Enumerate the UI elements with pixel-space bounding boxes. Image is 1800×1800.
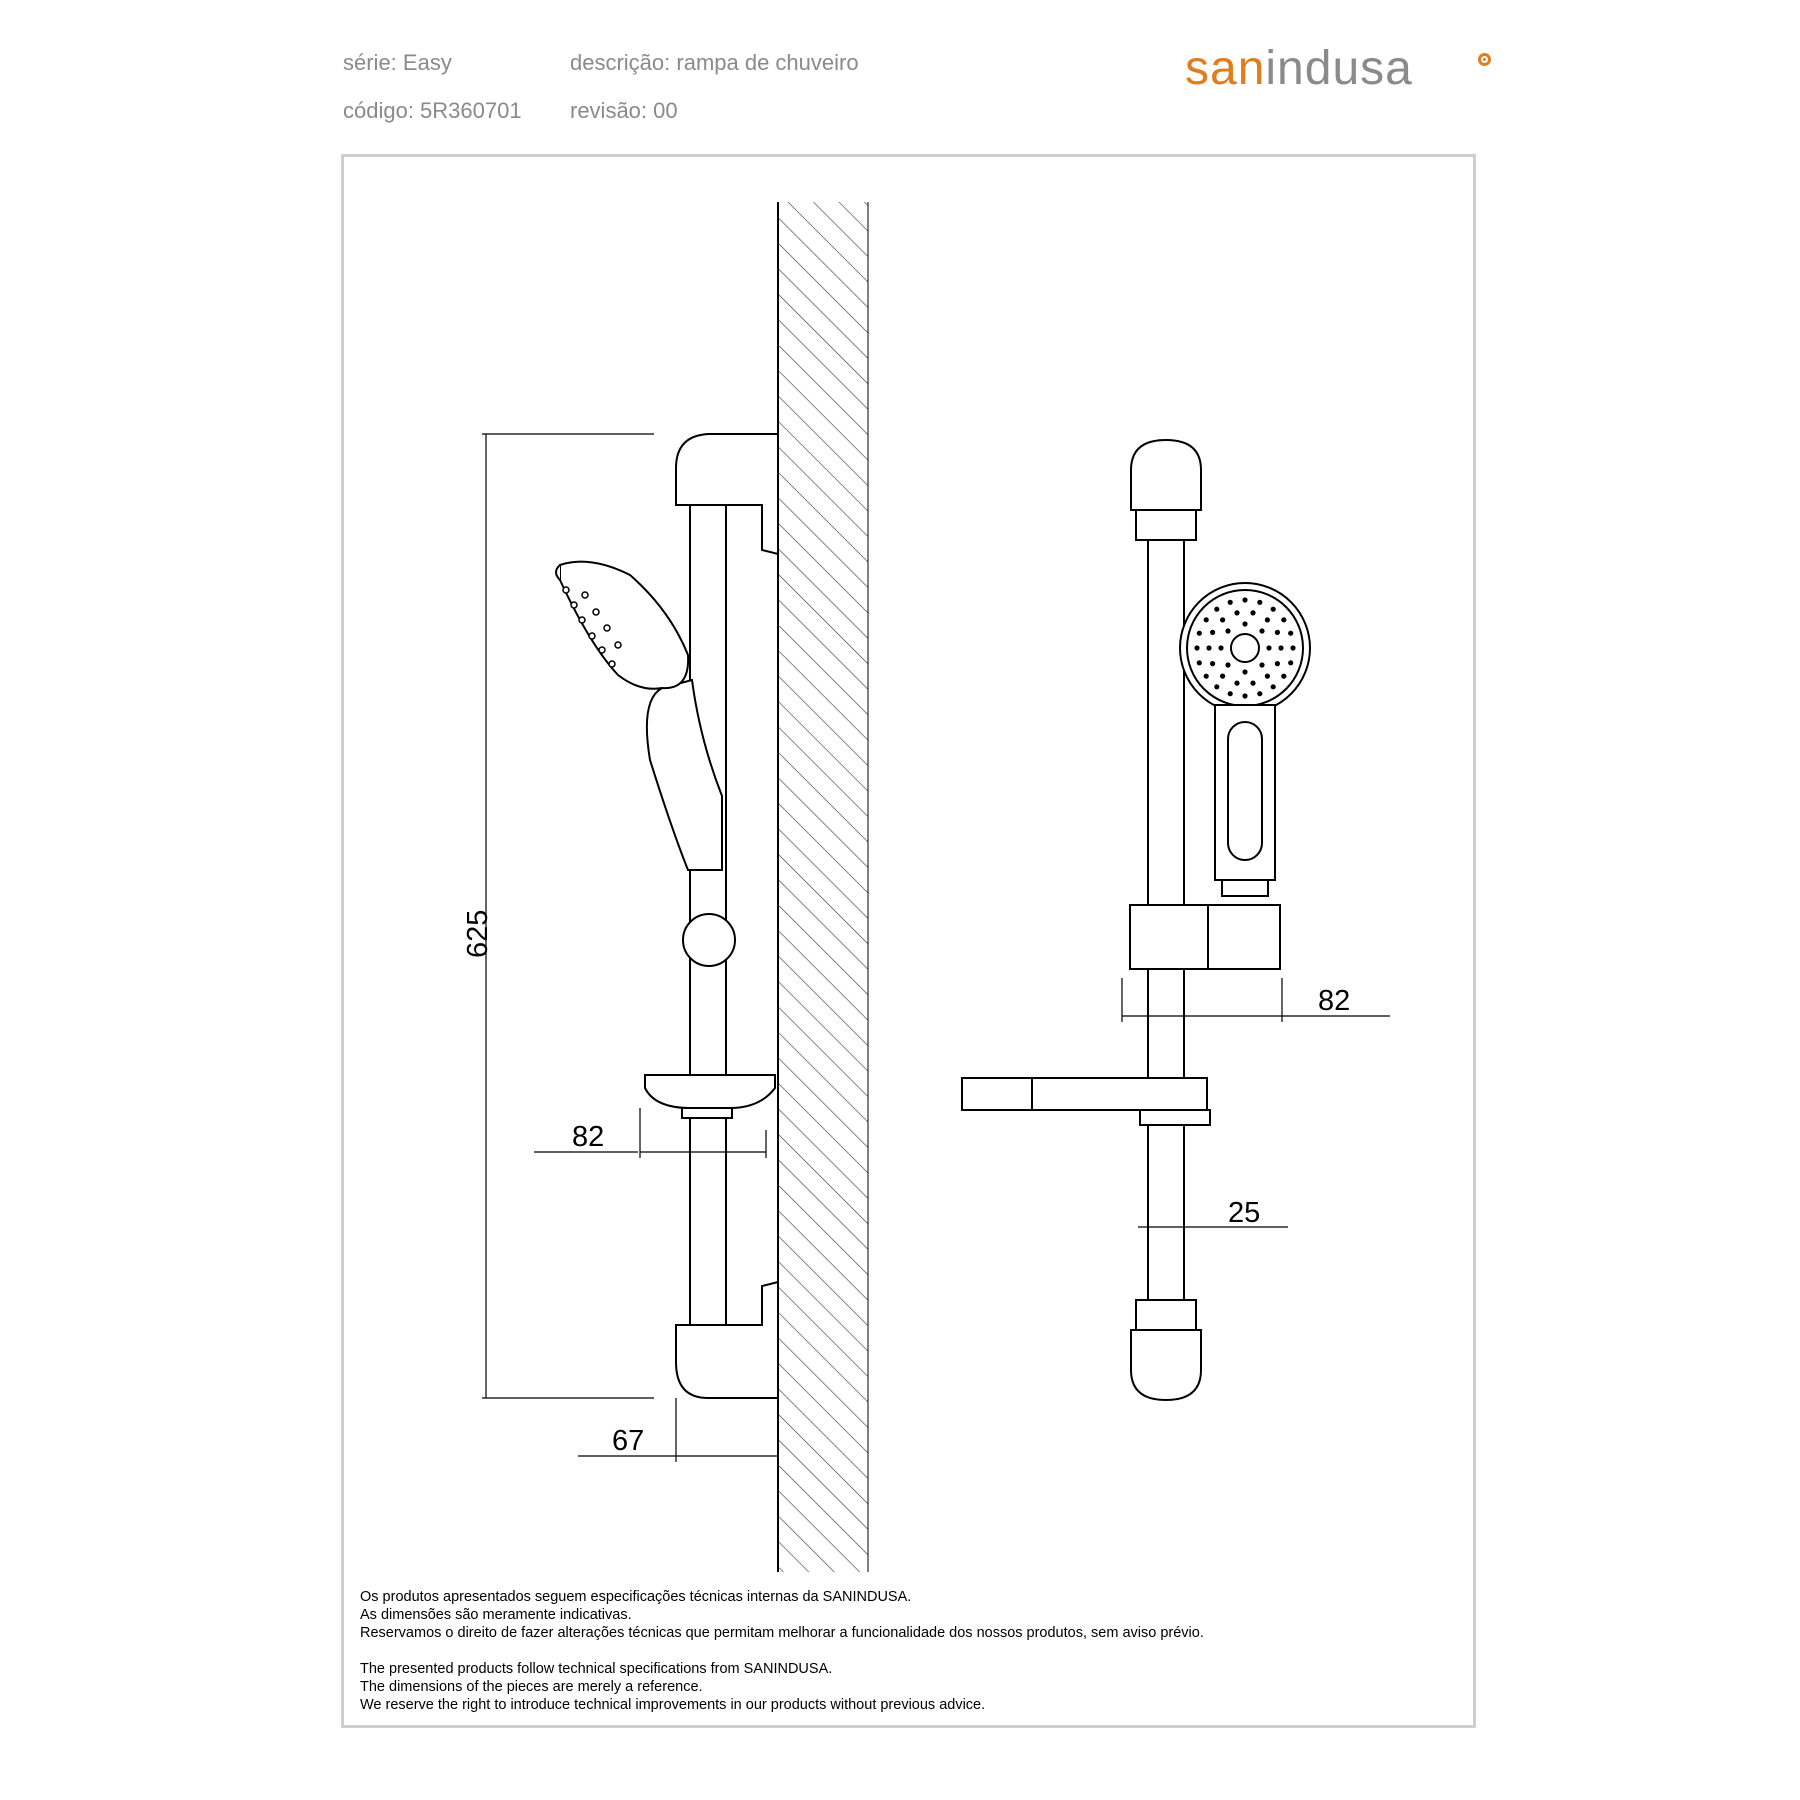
nozzle-dot — [1270, 606, 1276, 612]
nozzle-dot — [1288, 660, 1294, 666]
nozzle-dot — [1242, 693, 1248, 699]
nozzle-dot — [1203, 617, 1209, 623]
nozzle-dot — [1210, 661, 1216, 667]
note-en-3: We reserve the right to introduce techni… — [360, 1697, 986, 1713]
serie-label: série: Easy — [343, 50, 452, 75]
descricao-label: descrição: rampa de chuveiro — [570, 50, 859, 75]
logo-part-indusa: indusa — [1265, 42, 1413, 95]
nozzle-dot — [1278, 645, 1284, 651]
note-en-2: The dimensions of the pieces are merely … — [360, 1679, 703, 1695]
dimension-lines — [482, 433, 1390, 1462]
nozzle-dot — [1270, 684, 1276, 690]
front-shower-holder — [1129, 904, 1281, 970]
nozzle-dot — [1227, 691, 1233, 697]
codigo-label: código: 5R360701 — [343, 98, 522, 123]
wall-section — [777, 202, 869, 1572]
side-shower-nozzles — [562, 586, 622, 668]
nozzle-dot — [1210, 629, 1216, 636]
side-top-bracket — [675, 433, 779, 556]
nozzle-dot — [1225, 662, 1231, 668]
drawing-frame — [341, 154, 1476, 1728]
nozzle-dot — [1281, 617, 1287, 623]
disclaimer-notes: Os produtos apresentados seguem especifi… — [360, 1588, 1204, 1714]
nozzle-dot — [1214, 606, 1220, 612]
nozzle-dot — [1234, 680, 1240, 686]
nozzle-dot — [1290, 645, 1296, 651]
side-slider-knob — [682, 913, 736, 967]
nozzle-dot — [1257, 691, 1263, 697]
nozzle-dot — [1242, 597, 1248, 603]
nozzle-dot — [1250, 680, 1256, 686]
dimension-67: 67 — [612, 1425, 644, 1457]
logo-part-san: san — [1185, 42, 1266, 95]
dimension-82-front: 82 — [1318, 985, 1350, 1017]
nozzle-dot — [1220, 673, 1226, 679]
nozzle-dot — [1225, 628, 1231, 634]
nozzle-dot — [1259, 662, 1265, 668]
nozzle-dot — [1266, 645, 1272, 651]
nozzle-dot — [1214, 684, 1220, 690]
nozzle-dot — [1259, 628, 1265, 634]
nozzle-dot — [1281, 673, 1287, 679]
side-bottom-bracket — [675, 1280, 779, 1399]
nozzle-dot — [1234, 610, 1240, 616]
nozzle-dot — [1257, 599, 1263, 605]
sanindusa-logo: sanindusa — [1185, 45, 1413, 93]
nozzle-dot — [1227, 599, 1233, 605]
side-soap-dish — [644, 1074, 776, 1109]
nozzle-dot — [1203, 673, 1209, 679]
front-soap-dish — [961, 1077, 1208, 1111]
note-pt-2: As dimensões são meramente indicativas. — [360, 1607, 632, 1623]
nozzle-dot — [1218, 645, 1224, 651]
side-shower-handle — [645, 678, 723, 871]
front-top-cap — [1130, 438, 1202, 511]
revisao-label: revisão: 00 — [570, 98, 678, 123]
dimension-82-side: 82 — [572, 1121, 604, 1153]
nozzle-dot — [1220, 617, 1226, 623]
front-view — [961, 438, 1311, 1402]
nozzle-dot — [1264, 673, 1270, 679]
note-pt-1: Os produtos apresentados seguem especifi… — [360, 1589, 912, 1605]
dimension-625: 625 — [462, 910, 494, 958]
nozzle-dot — [1264, 617, 1270, 623]
nozzle-dot — [1194, 645, 1200, 651]
note-pt-3: Reservamos o direito de fazer alterações… — [360, 1625, 1204, 1641]
side-view — [555, 433, 779, 1399]
nozzle-dot — [1206, 645, 1212, 651]
front-bottom-cap — [1130, 1329, 1202, 1402]
front-shower-nozzles — [1194, 597, 1296, 699]
logo-mark-icon — [1478, 53, 1491, 66]
nozzle-dot — [1274, 629, 1280, 636]
nozzle-dot — [1196, 660, 1202, 666]
nozzle-dot — [1242, 669, 1248, 675]
nozzle-dot — [1288, 630, 1294, 636]
note-en-1: The presented products follow technical … — [360, 1661, 833, 1677]
nozzle-dot — [1242, 621, 1248, 627]
side-shower-head — [559, 560, 690, 690]
nozzle-dot — [1250, 610, 1256, 616]
dimension-25: 25 — [1228, 1197, 1260, 1229]
nozzle-dot — [1274, 661, 1280, 667]
nozzle-dot — [1196, 630, 1202, 636]
